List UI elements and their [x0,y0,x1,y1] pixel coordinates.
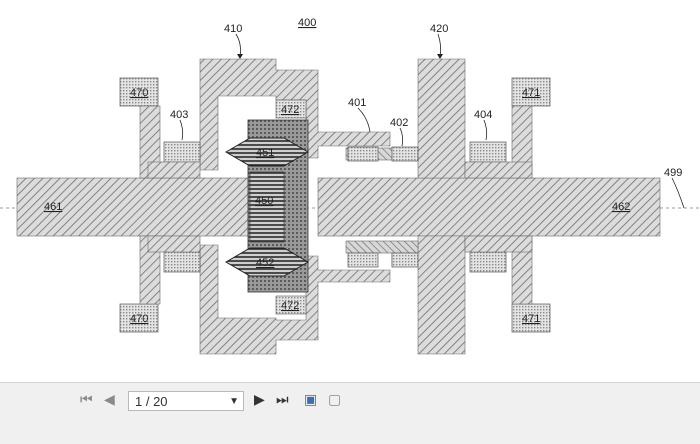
support-471-arm2 [464,161,533,179]
label-400: 400 [298,17,316,29]
ring-472-bottom [275,295,307,315]
label-404: 404 [474,109,492,121]
ring-472-top [275,99,307,119]
gear-452 [225,247,309,277]
label-420: 420 [430,23,448,35]
page-select[interactable]: 1 / 20 ▼ [128,391,244,411]
pdf-toolbar: ⏮ ◀ 1 / 20 ▼ ▶ ⏭ ▣ ▢ [0,382,700,444]
label-450: 450 [255,195,273,207]
label-499: 499 [664,167,682,179]
label-403: 403 [170,109,188,121]
label-410: 410 [224,23,242,35]
leader-403 [179,119,184,141]
bearing-402b-lower [391,252,419,268]
bearing-402-lower [347,252,379,268]
support-470-arm2-lower [147,235,201,253]
bearing-404-lower [469,251,507,273]
housing-410 [199,58,391,171]
support-471-arm2-lower [464,235,533,253]
support-470-arm2 [147,161,201,179]
next-page-icon[interactable]: ▶ [254,391,265,407]
label-401: 401 [348,97,366,109]
support-470-bottom [119,303,159,333]
prev-page-icon[interactable]: ◀ [104,391,115,407]
label-471-top: 471 [522,87,540,99]
leader-410 [235,33,241,57]
bearing-403-lower [163,251,201,273]
label-471-bottom: 471 [522,313,540,325]
chevron-down-icon: ▼ [229,396,239,407]
last-page-icon[interactable]: ⏭ [276,391,289,407]
label-462: 462 [612,201,630,213]
support-470-top [119,77,159,107]
carrier-450-core [249,171,285,243]
support-471-bottom [511,303,551,333]
bearing-402 [347,146,379,162]
sleeve-401-lower [345,240,419,254]
print-page-icon[interactable]: ▢ [328,391,342,407]
bearing-402b [391,146,419,162]
label-472-bottom: 472 [281,300,299,312]
leader-499 [671,177,685,209]
bearing-403 [163,141,201,163]
support-471-top [511,77,551,107]
label-470-top: 470 [130,87,148,99]
label-451: 451 [256,147,274,159]
shaft-462 [317,177,661,237]
leader-420 [437,33,442,57]
save-page-icon[interactable]: ▣ [304,391,318,407]
leader-401 [357,107,371,133]
first-page-icon[interactable]: ⏮ [80,391,93,407]
page-value: 1 / 20 [135,394,168,409]
label-452: 452 [256,257,274,269]
housing-410-lower [199,244,391,355]
arrow-410 [237,54,243,59]
label-470-bottom: 470 [130,313,148,325]
leader-404 [483,119,488,141]
bearing-404 [469,141,507,163]
label-472-top: 472 [281,104,299,116]
label-402: 402 [390,117,408,129]
label-461: 461 [44,201,62,213]
leader-402 [399,127,404,147]
patent-diagram: 400 410 420 401 402 403 404 450 451 452 … [0,17,700,355]
arrow-420 [437,54,443,59]
gear-451 [225,137,309,167]
